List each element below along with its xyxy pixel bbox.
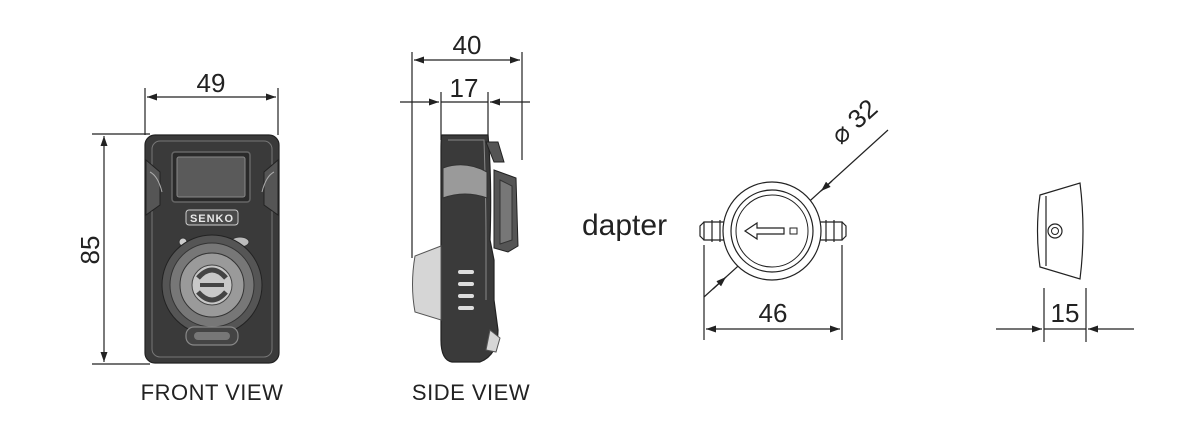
side-view-label: SIDE VIEW [412, 380, 530, 405]
front-width-dimension: 49 [144, 68, 279, 135]
adapter-body [699, 181, 847, 281]
side-partial-label: 17 [450, 73, 479, 103]
side-partial-dimension: 17 [400, 73, 530, 140]
front-view: 49 85 SENKO [75, 68, 283, 405]
side-view: 40 17 SIDE VIEW [400, 30, 530, 405]
adapter-side-view: 15 [996, 182, 1134, 342]
side-device-body [412, 134, 519, 363]
adapter-view: dapter ⌀ 32 [582, 93, 889, 340]
side-overall-label: 40 [453, 30, 482, 60]
front-height-dimension: 85 [75, 133, 150, 365]
front-device-body: SENKO [144, 134, 280, 364]
adapter-diameter-label: ⌀ 32 [825, 93, 884, 150]
side-overall-dimension: 40 [411, 30, 523, 258]
adapter-side-dimension: 15 [996, 288, 1134, 342]
brand-logo-text: SENKO [190, 213, 234, 225]
adapter-label: dapter [582, 209, 667, 242]
adapter-side-label: 15 [1051, 298, 1080, 328]
front-height-label: 85 [75, 236, 105, 265]
front-view-label: FRONT VIEW [141, 380, 284, 405]
adapter-length-label: 46 [759, 298, 788, 328]
front-width-label: 49 [197, 68, 226, 98]
adapter-length-dimension: 46 [703, 245, 843, 340]
